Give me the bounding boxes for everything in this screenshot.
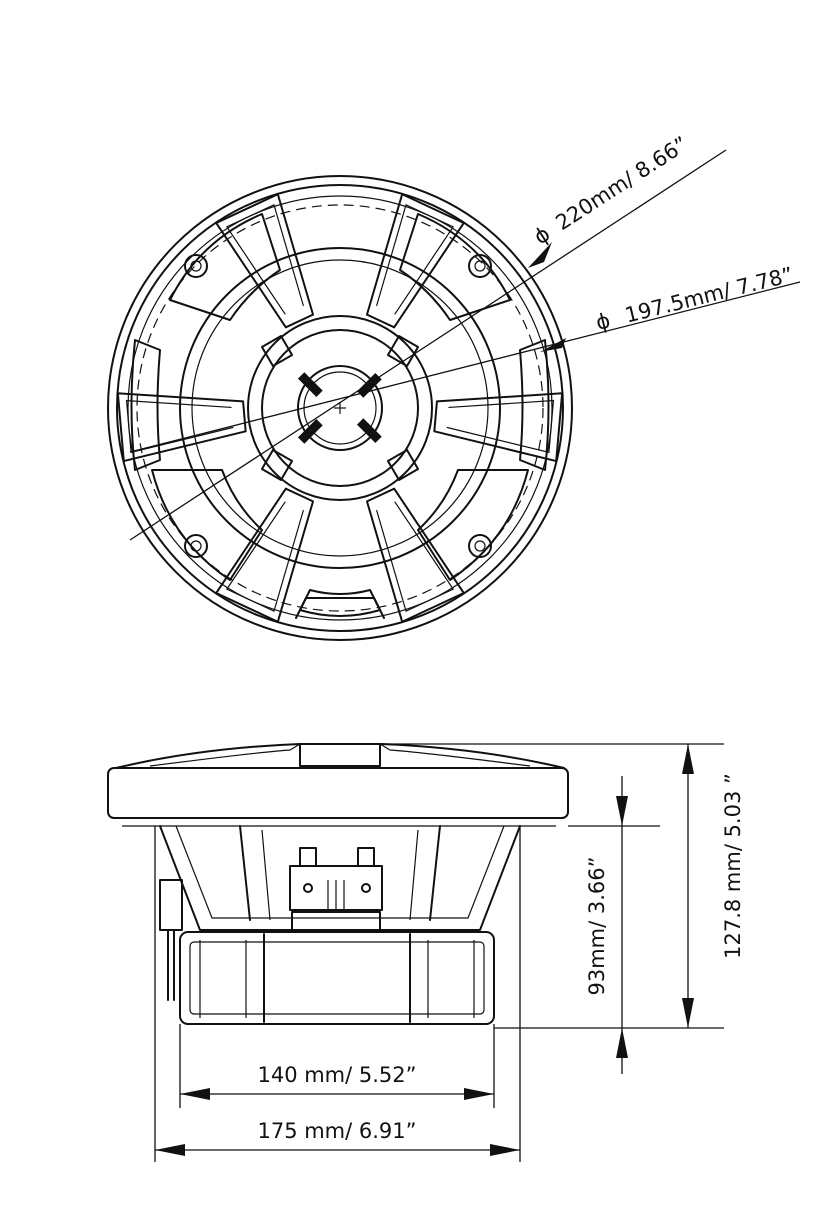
inner-diameter-symbol: ϕ <box>593 308 612 335</box>
grille-dome <box>115 743 565 769</box>
cone-inner-ring <box>191 259 489 557</box>
outer-diameter-leader <box>129 149 727 541</box>
side-connector <box>159 879 183 931</box>
grille-ring <box>127 195 553 621</box>
outer-diameter-label: 220mm/ 8.66” <box>551 132 692 235</box>
diameter-leaders <box>129 149 801 541</box>
screw-bottom-right <box>468 534 492 558</box>
inner-diameter-leader <box>129 281 801 453</box>
dust-cap <box>261 329 419 487</box>
screw-bottom-left <box>184 534 208 558</box>
dust-cap-outer <box>247 315 433 501</box>
outer-rim-inner <box>116 184 564 632</box>
magnet-assembly <box>179 931 495 1025</box>
magnet-width-label: 140 mm/ 5.52” <box>257 1063 416 1087</box>
logo-tab <box>295 597 385 619</box>
cone-outer-ring <box>179 247 501 569</box>
grille-top-tab <box>299 743 381 767</box>
height-label: 127.8 mm/ 5.03 ” <box>721 773 745 959</box>
side-view <box>107 743 569 1025</box>
grille-spokes <box>116 193 564 623</box>
grille-dashed-ring <box>136 204 544 612</box>
mounting-screws <box>184 254 492 558</box>
screw-top-right <box>468 254 492 278</box>
tweeter-ring <box>297 365 383 451</box>
mounting-flange <box>107 767 569 819</box>
tweeter-bridge <box>260 334 420 482</box>
front-view <box>107 175 573 641</box>
outer-rim <box>107 175 573 641</box>
inner-diameter-label: 197.5mm/ 7.78” <box>623 263 796 328</box>
frame-width-label: 175 mm/ 6.91” <box>257 1119 416 1143</box>
screw-top-left <box>184 254 208 278</box>
basket-frame <box>159 825 521 931</box>
side-dimensions <box>154 743 724 1162</box>
depth-label: 93mm/ 3.66” <box>585 856 609 995</box>
center-mark <box>334 402 346 414</box>
